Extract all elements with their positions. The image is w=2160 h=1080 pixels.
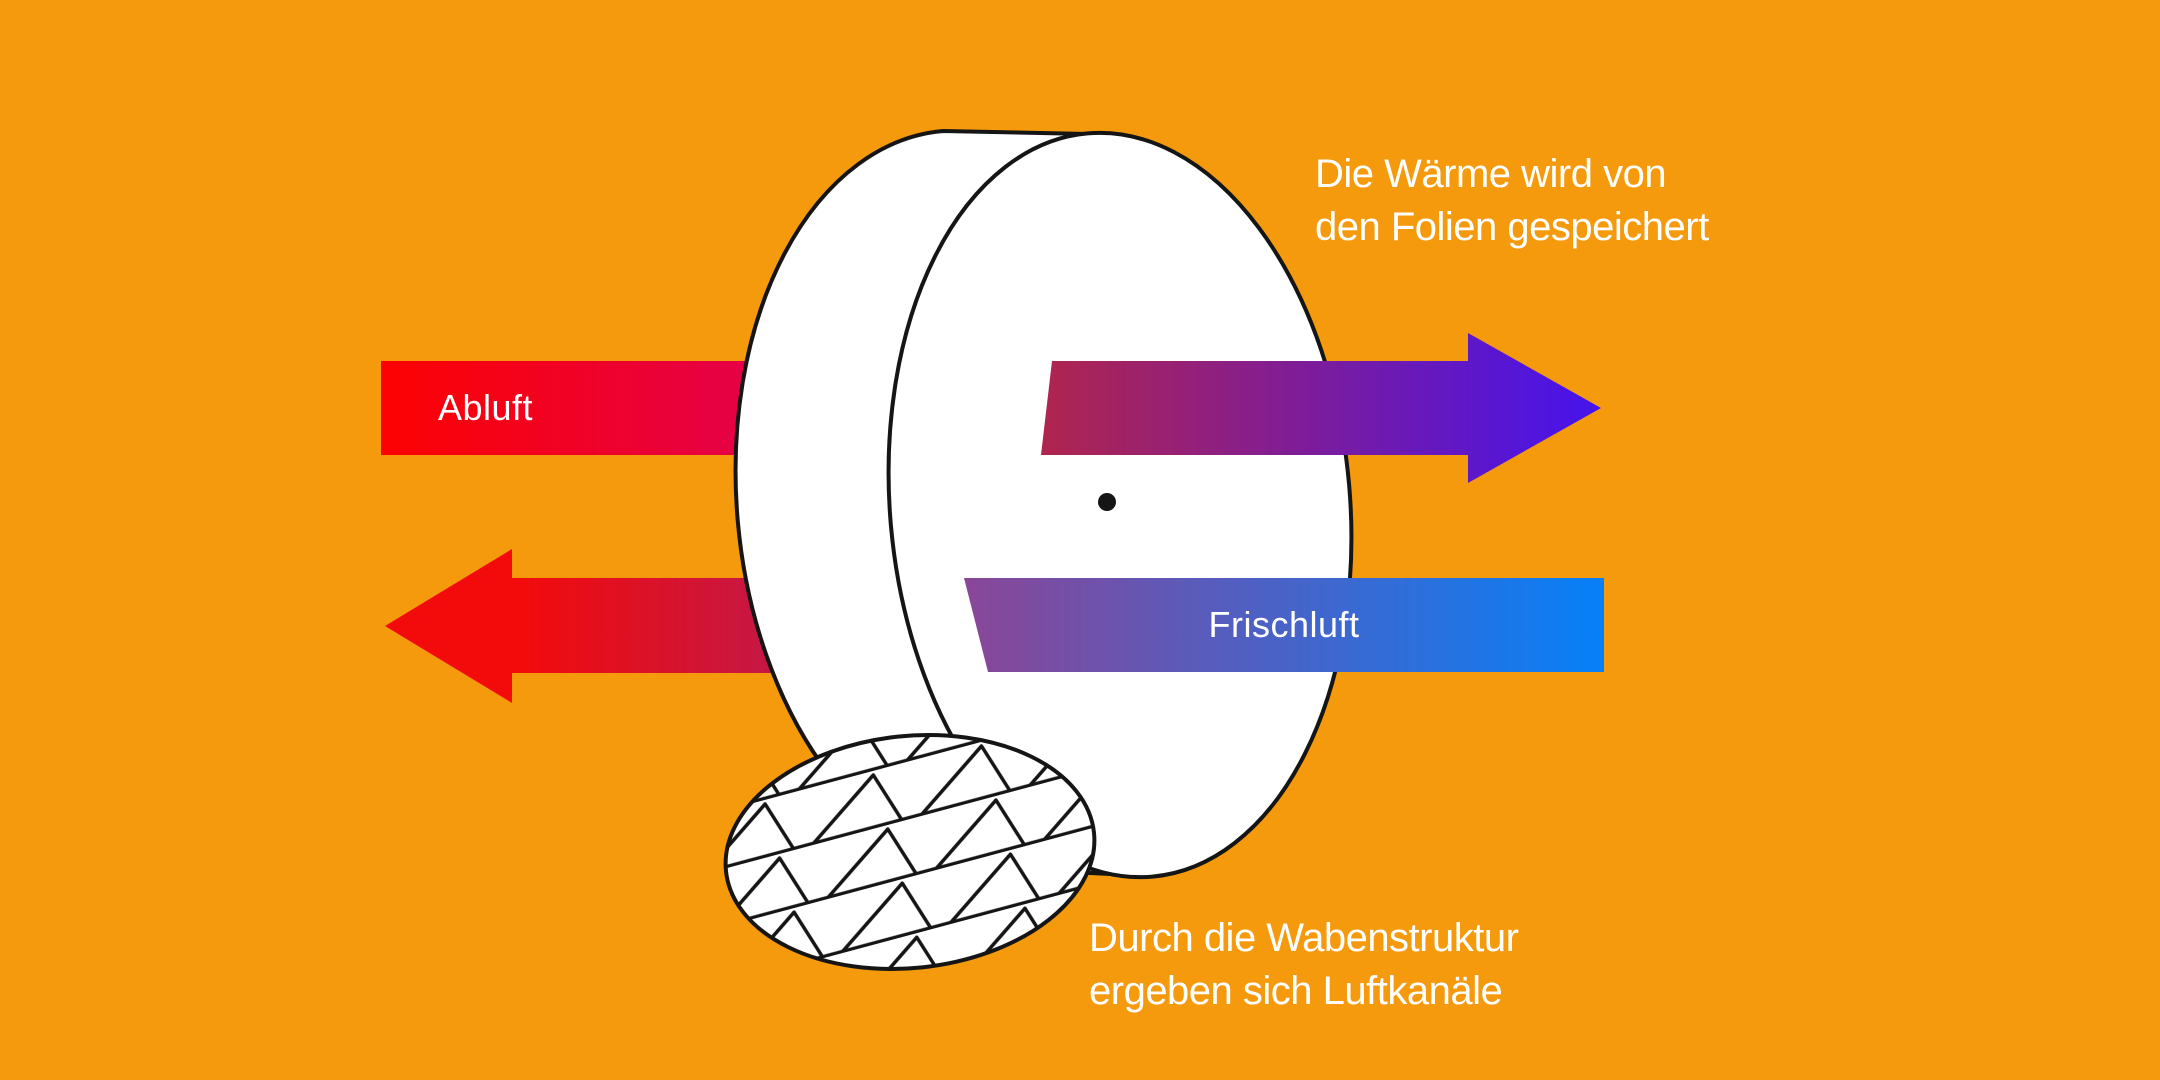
rotor-hub-dot	[1098, 493, 1116, 511]
honeycomb-pattern	[725, 735, 1095, 969]
heat-storage-annotation-line1: Die Wärme wird von	[1315, 152, 1667, 196]
heat-arrow-icon	[1041, 333, 1601, 483]
honeycomb-detail	[723, 733, 1097, 971]
exhaust-arrow-icon	[385, 549, 820, 703]
rotor-front-face	[886, 130, 1354, 880]
heat-storage-annotation-line2: den Folien gespeichert	[1315, 205, 1709, 249]
frischluft-flow-bar	[964, 578, 1604, 672]
honeycomb-annotation-line2: ergeben sich Luftkanäle	[1089, 969, 1503, 1013]
honeycomb-annotation: Durch die Wabenstruktur ergeben sich Luf…	[1089, 912, 1519, 1018]
honeycomb-outline	[723, 733, 1097, 971]
abluft-label: Abluft	[438, 387, 534, 428]
honeycomb-annotation-line1: Durch die Wabenstruktur	[1089, 916, 1519, 960]
heat-storage-annotation: Die Wärme wird von den Folien gespeicher…	[1315, 148, 1709, 254]
abluft-flow-bar	[381, 361, 820, 455]
frischluft-label: Frischluft	[1208, 604, 1360, 645]
